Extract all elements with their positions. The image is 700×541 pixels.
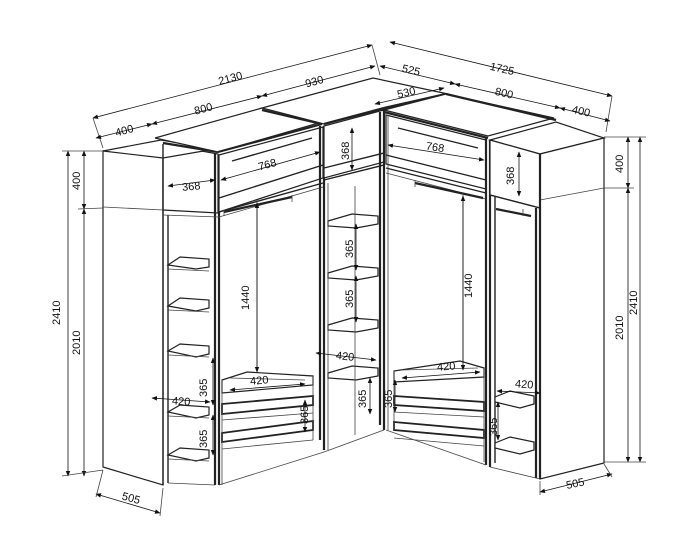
dim-368-upper-right: 368 [505,167,517,185]
dim-365-corner-2: 365 [344,290,356,308]
dim-1440-left: 1440 [240,286,252,310]
dim-505-right: 505 [565,476,585,492]
dim-400-left: 400 [71,172,83,190]
dim-768-upper-right: 768 [425,140,445,155]
dim-365-right-drawer-gap: 365 [488,418,500,436]
dim-365-left-drawer-gap: 365 [299,406,311,424]
dim-800-top-right: 800 [494,86,515,102]
dim-800-top-left: 800 [193,101,214,117]
dim-365-left-drawer: 365 [198,379,210,397]
dim-420-corner: 420 [335,350,355,364]
dim-420-left-drawer: 420 [250,374,269,388]
dim-525: 525 [401,63,422,79]
left-side-panel [102,143,164,486]
dim-420-left-shelf: 420 [172,395,191,408]
dim-2010-left: 2010 [71,331,83,355]
left-drawers [221,371,314,485]
hanging-rod-right [414,181,484,200]
dim-365-left-shelf-2: 365 [198,430,210,448]
dim-400-right: 400 [614,155,626,173]
dim-2130: 2130 [217,70,244,88]
dim-400-top-left: 400 [114,123,135,139]
dim-768-upper-left: 768 [257,157,278,173]
dim-420-right-drawer: 420 [437,360,456,373]
dimension-lines [61,41,646,517]
dim-365-corner-1: 365 [344,240,356,258]
dim-930: 930 [304,74,325,90]
wardrobe-structure [102,77,607,486]
dim-2410-left: 2410 [51,301,63,325]
dim-365-corner-lower: 365 [357,390,369,408]
dim-530: 530 [396,85,417,101]
dim-420-right-shelf: 420 [515,378,534,391]
dim-505-left: 505 [121,491,142,507]
dim-368-corner: 368 [340,142,352,160]
dimension-labels: 2130 400 800 930 1725 525 530 800 400 24… [51,61,640,507]
corner-module [323,109,386,453]
dim-365-right-drawer: 365 [383,390,395,408]
dim-2410-right: 2410 [628,291,640,315]
dim-1440-right: 1440 [463,274,475,298]
right-end-module [487,121,607,480]
left-shelves [166,256,210,462]
dim-368-upper-left: 368 [182,180,201,194]
dim-2010-right: 2010 [614,316,626,340]
dim-400-top-right: 400 [571,104,592,120]
dim-1725: 1725 [489,61,516,78]
right-drawers [393,360,485,462]
